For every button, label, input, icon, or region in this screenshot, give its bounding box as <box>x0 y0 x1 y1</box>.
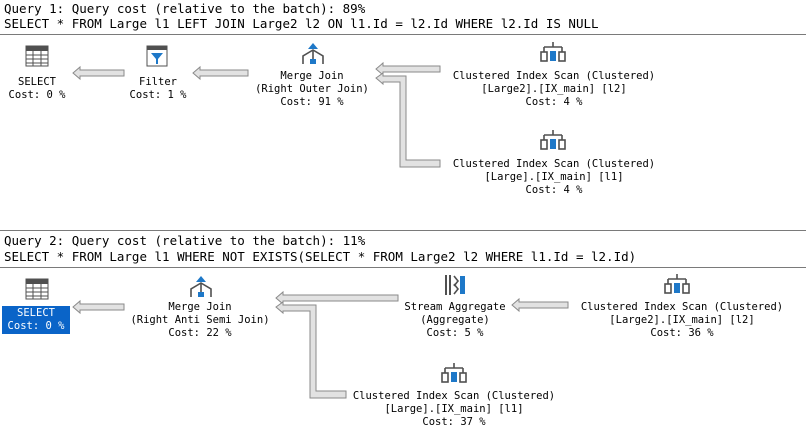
q2-scan2-sub: [Large].[IX_main] [l1] <box>384 403 524 415</box>
q2-select-cost: Cost: 0 % <box>7 320 65 332</box>
q2-merge-name: Merge Join <box>168 301 232 313</box>
query1-sql[interactable]: SELECT * FROM Large l1 LEFT JOIN Large2 … <box>4 16 599 31</box>
q1-scan1-node[interactable]: Clustered Index Scan (Clustered) [Large2… <box>440 70 668 109</box>
q2-agg-name: Stream Aggregate <box>404 301 506 313</box>
q2-select-node[interactable]: SELECT Cost: 0 % <box>2 307 70 333</box>
query2-header: Query 2: Query cost (relative to the bat… <box>4 233 366 248</box>
query2-top-divider <box>0 230 806 231</box>
q2-agg-cost: Cost: 5 % <box>426 327 484 339</box>
arrow-scan1-to-agg <box>511 297 569 313</box>
merge-join-icon[interactable] <box>188 275 214 299</box>
arrow-filter-to-select <box>72 65 125 81</box>
q1-filter-cost: Cost: 1 % <box>129 89 187 101</box>
query1-divider <box>0 34 806 35</box>
q1-scan2-node[interactable]: Clustered Index Scan (Clustered) [Large]… <box>440 158 668 197</box>
q1-select-node[interactable]: SELECT Cost: 0 % <box>4 76 70 102</box>
q2-merge-sub: (Right Anti Semi Join) <box>130 314 270 326</box>
clustered-index-scan-icon[interactable] <box>540 128 566 152</box>
clustered-index-scan-icon[interactable] <box>664 272 690 296</box>
q1-merge-name: Merge Join <box>280 70 344 82</box>
select-icon[interactable] <box>25 278 49 300</box>
q2-scan1-cost: Cost: 36 % <box>650 327 714 339</box>
arrow-scan1-to-merge <box>375 61 441 77</box>
q1-filter-name: Filter <box>139 76 177 88</box>
arrow-merge2-to-select <box>72 299 125 315</box>
q1-merge-cost: Cost: 91 % <box>280 96 344 108</box>
q1-merge-sub: (Right Outer Join) <box>255 83 369 95</box>
q1-select-name: SELECT <box>18 76 56 88</box>
query2-sql[interactable]: SELECT * FROM Large l1 WHERE NOT EXISTS(… <box>4 249 637 264</box>
select-icon[interactable] <box>25 45 49 67</box>
q2-agg-node[interactable]: Stream Aggregate (Aggregate) Cost: 5 % <box>396 301 514 340</box>
merge-join-icon[interactable] <box>300 42 326 66</box>
q1-scan2-name: Clustered Index Scan (Clustered) <box>452 158 656 170</box>
q1-filter-node[interactable]: Filter Cost: 1 % <box>120 76 196 102</box>
arrow-scan2-to-merge <box>375 72 441 168</box>
selection-highlight <box>2 306 70 334</box>
query1-header: Query 1: Query cost (relative to the bat… <box>4 1 366 16</box>
q2-scan2-name: Clustered Index Scan (Clustered) <box>352 390 556 402</box>
arrow-agg-to-merge <box>275 290 399 306</box>
clustered-index-scan-icon[interactable] <box>441 361 467 385</box>
q1-merge-node[interactable]: Merge Join (Right Outer Join) Cost: 91 % <box>246 70 378 109</box>
q2-scan1-node[interactable]: Clustered Index Scan (Clustered) [Large2… <box>568 301 796 340</box>
q2-merge-cost: Cost: 22 % <box>168 327 232 339</box>
filter-icon[interactable] <box>146 45 168 67</box>
q1-scan1-sub: [Large2].[IX_main] [l2] <box>481 83 627 95</box>
stream-aggregate-icon[interactable] <box>443 273 467 297</box>
q1-scan2-cost: Cost: 4 % <box>525 184 583 196</box>
q2-merge-node[interactable]: Merge Join (Right Anti Semi Join) Cost: … <box>124 301 276 340</box>
arrow-merge-to-filter <box>192 65 249 81</box>
arrow-scan2-to-merge2 <box>275 301 347 399</box>
q2-agg-sub: (Aggregate) <box>420 314 490 326</box>
q2-scan1-name: Clustered Index Scan (Clustered) <box>580 301 784 313</box>
q2-scan1-sub: [Large2].[IX_main] [l2] <box>609 314 755 326</box>
q2-scan2-cost: Cost: 37 % <box>422 416 486 428</box>
q1-select-cost: Cost: 0 % <box>8 89 66 101</box>
q2-select-name: SELECT <box>17 307 55 319</box>
q1-scan1-cost: Cost: 4 % <box>525 96 583 108</box>
q1-scan1-name: Clustered Index Scan (Clustered) <box>452 70 656 82</box>
query2-divider <box>0 267 806 268</box>
q1-scan2-sub: [Large].[IX_main] [l1] <box>484 171 624 183</box>
clustered-index-scan-icon[interactable] <box>540 40 566 64</box>
q2-scan2-node[interactable]: Clustered Index Scan (Clustered) [Large]… <box>340 390 568 429</box>
